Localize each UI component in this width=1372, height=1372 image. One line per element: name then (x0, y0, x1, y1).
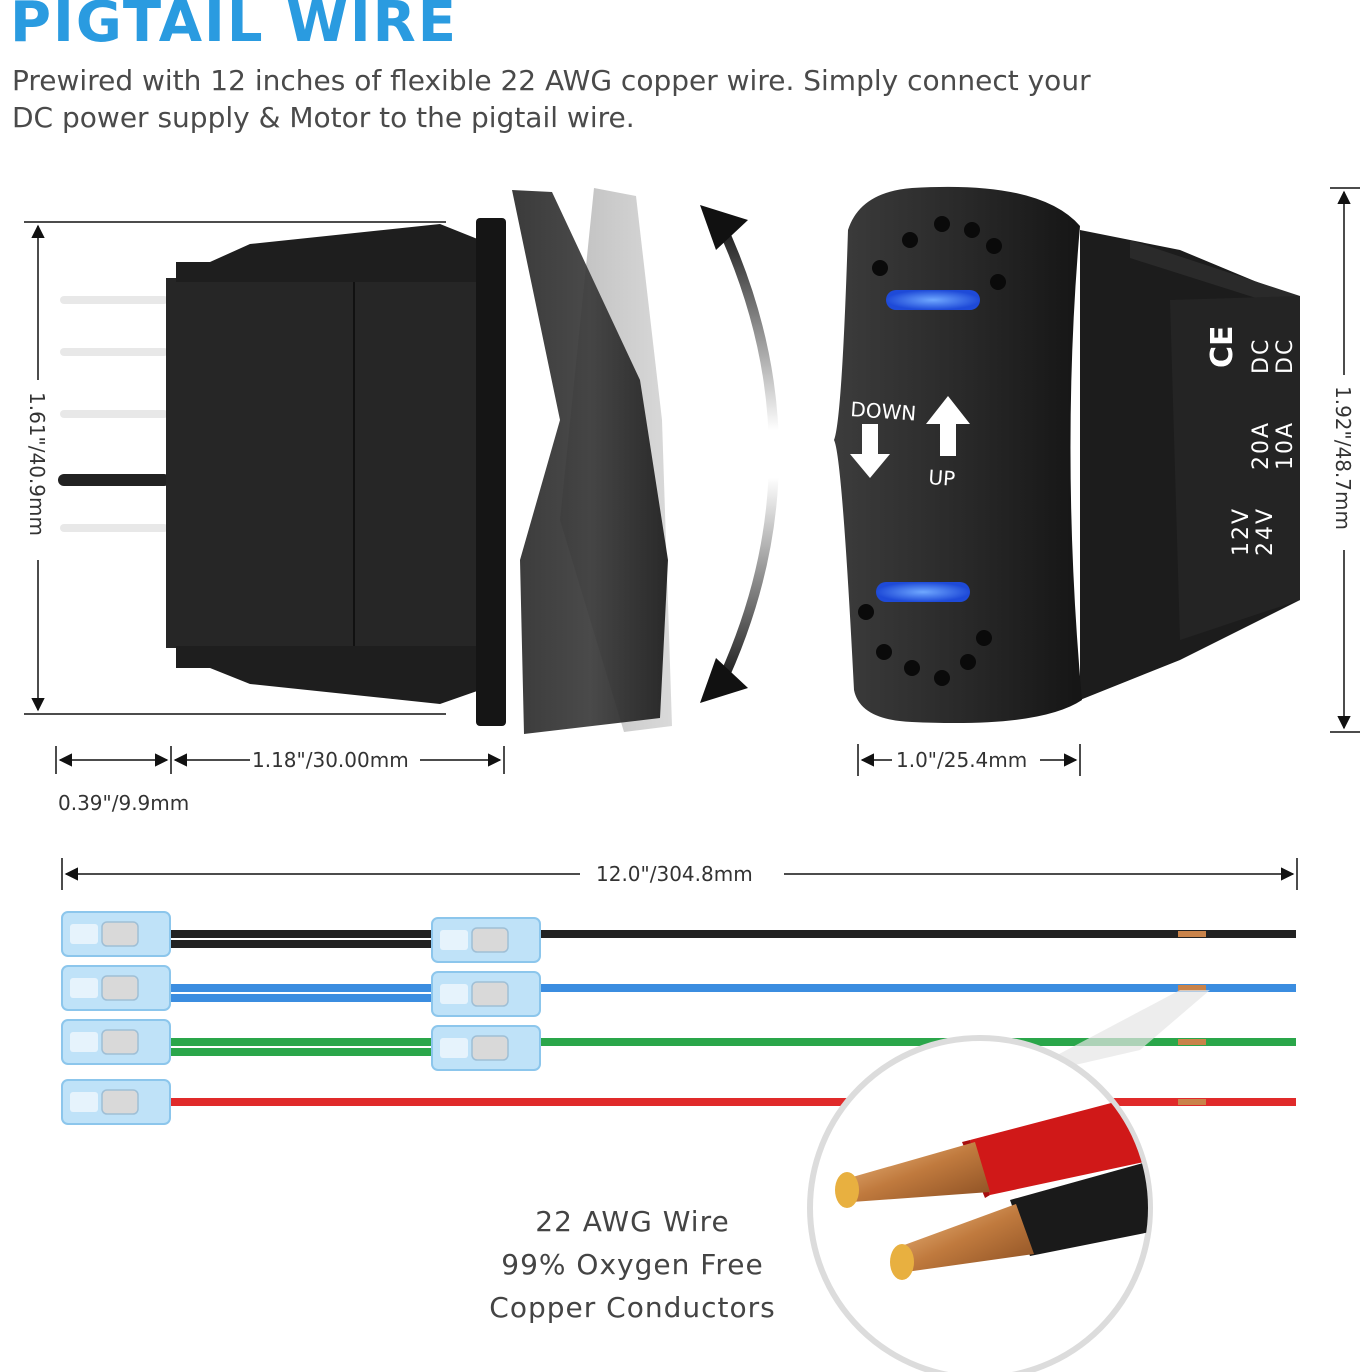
dimension-lines (24, 187, 1360, 890)
wire-zoom-callout (807, 990, 1210, 1372)
connector-green-2 (431, 1025, 541, 1071)
top-dots (872, 216, 1006, 290)
switch-body (166, 278, 486, 648)
wire-blue (61, 965, 1296, 1017)
up-arrow-icon (926, 396, 970, 456)
wire-spec-callout: 22 AWG Wire 99% Oxygen Free Copper Condu… (440, 1200, 825, 1329)
up-label: UP (928, 465, 956, 491)
body-depth-label: 1.18"/30.00mm (252, 748, 409, 772)
rocker-side (512, 190, 668, 734)
switch-pins (58, 296, 170, 532)
connector-blue-1 (61, 965, 171, 1011)
callout-line-2: 99% Oxygen Free (501, 1248, 764, 1281)
amp-marking-1: 20A (1249, 421, 1274, 470)
switch-front-view: DOWN UP CE DC DC 20A 10A 12V 24V (834, 186, 1300, 724)
led-down-indicator (876, 582, 970, 602)
rocker-motion-arrow (700, 205, 779, 703)
red-wire-strands (842, 1142, 990, 1202)
dc-marking-1: DC (1249, 338, 1274, 374)
pigtail-wires (61, 911, 1296, 1125)
volt-marking-2: 24V (1253, 507, 1278, 556)
pin-length-label: 0.39"/9.9mm (58, 791, 189, 815)
switch-bezel (476, 218, 506, 726)
bottom-dots (858, 604, 992, 686)
callout-line-3: Copper Conductors (489, 1291, 776, 1324)
front-width-label: 1.0"/25.4mm (896, 748, 1027, 772)
callout-line-1: 22 AWG Wire (535, 1205, 730, 1238)
connector-red-1 (61, 1079, 171, 1125)
connector-green-1 (61, 1019, 171, 1065)
wire-green (61, 1019, 1296, 1071)
connector-black-1 (61, 911, 171, 957)
front-height-label: 1.92"/48.7mm (1331, 386, 1355, 530)
page-subtitle: Prewired with 12 inches of flexible 22 A… (12, 64, 1091, 134)
side-height-label: 1.61"/40.9mm (25, 392, 49, 536)
down-label: DOWN (850, 397, 917, 426)
black-wire-strands (896, 1204, 1034, 1272)
ce-mark: CE (1205, 325, 1240, 368)
page-title: PIGTAIL WIRE (10, 0, 459, 55)
switch-markings: CE DC DC 20A 10A 12V 24V (1205, 325, 1298, 556)
dc-marking-2: DC (1273, 338, 1298, 374)
down-arrow-icon (850, 424, 890, 478)
connector-blue-2 (431, 971, 541, 1017)
connector-black-2 (431, 917, 541, 963)
led-up-indicator (886, 290, 980, 310)
wire-black (61, 911, 1296, 963)
switch-side-view (58, 188, 672, 734)
volt-marking-1: 12V (1229, 507, 1254, 556)
amp-marking-2: 10A (1273, 421, 1298, 470)
wire-length-label: 12.0"/304.8mm (596, 862, 753, 886)
